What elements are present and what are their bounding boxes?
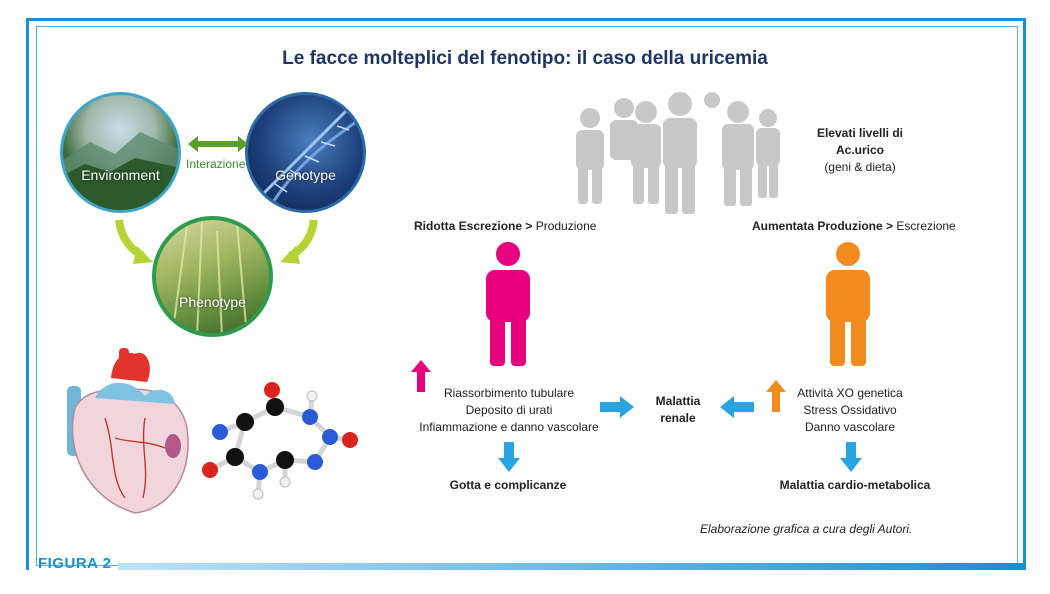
left-item-1: Riassorbimento tubulare	[443, 386, 575, 400]
figure-label: FIGURA 2	[38, 555, 112, 572]
right-outcome: Malattia cardio-metabolica	[779, 478, 931, 492]
interaction-arrow	[188, 136, 248, 152]
center-line2: renale	[660, 411, 696, 425]
mountain-image	[63, 132, 178, 210]
right-item-1: Attività XO genetica	[797, 386, 903, 400]
wheat-image	[171, 220, 248, 333]
arrow-env-to-phenotype	[115, 219, 153, 264]
left-item-3: Infiammazione e danno vascolare	[419, 420, 599, 434]
right-item-3: Danno vascolare	[804, 420, 896, 434]
arrow-right-to-renal	[600, 396, 634, 418]
center-line1: Malattia	[655, 394, 701, 408]
genotype-circle: Genotype	[245, 92, 366, 213]
environment-circle: Environment	[60, 92, 181, 213]
crowd-line3: (geni & dieta)	[824, 160, 896, 174]
orange-up-arrow	[766, 380, 786, 412]
environment-label: Environment	[81, 167, 160, 183]
left-item-2: Deposito di urati	[465, 403, 553, 417]
bottom-bar	[118, 563, 1026, 570]
arrow-gen-to-phenotype	[280, 219, 318, 264]
heart-illustration	[67, 348, 189, 514]
crowd-line1: Elevati livelli di	[816, 126, 904, 140]
phenotype-label: Phenotype	[179, 294, 246, 310]
orange-person-icon	[826, 242, 870, 366]
left-down-arrow	[498, 442, 520, 472]
pink-up-arrow	[411, 360, 431, 392]
pink-person-icon	[486, 242, 530, 366]
genotype-label: Genotype	[275, 167, 336, 183]
page-title: Le facce molteplici del fenotipo: il cas…	[282, 48, 768, 69]
uric-acid-molecule	[202, 382, 358, 500]
crowd-line2: Ac.urico	[835, 143, 884, 157]
left-outcome: Gotta e complicanze	[449, 478, 567, 492]
credit-text: Elaborazione grafica a cura degli Autori…	[700, 522, 913, 536]
left-branch-heading: Ridotta Escrezione > Produzione	[414, 219, 597, 233]
dna-helix-image	[253, 100, 363, 208]
crowd-people-icon	[576, 92, 780, 214]
right-branch-heading: Aumentata Produzione > Escrezione	[752, 219, 956, 233]
phenotype-circle: Phenotype	[152, 216, 273, 337]
arrow-left-to-renal	[720, 396, 754, 418]
interaction-label: Interazione	[186, 157, 246, 171]
right-down-arrow	[840, 442, 862, 472]
right-item-2: Stress Ossidativo	[803, 403, 897, 417]
outer-frame	[26, 18, 1026, 570]
